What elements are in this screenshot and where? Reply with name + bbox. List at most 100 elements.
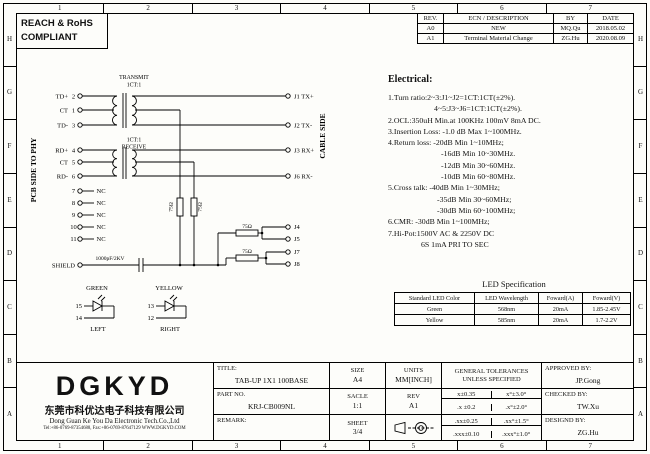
electrical-line: -12dB Min 30~60MHz. xyxy=(441,160,516,170)
rev-cell: A0 xyxy=(417,23,444,34)
resistor-value: 75Ω xyxy=(198,202,204,212)
pin-number: 9 xyxy=(72,212,75,219)
tolerance-value: .xxx°±1.0° xyxy=(502,431,531,438)
grid-col-label: 2 xyxy=(103,3,191,13)
resistor-value: 75Ω xyxy=(242,224,252,230)
resistor-value: 75Ω xyxy=(242,249,252,255)
ecn-header: ECN / DESCRIPTION xyxy=(443,13,554,24)
grid-row-label: F xyxy=(3,119,16,173)
receive-label: RECEIVE xyxy=(122,145,147,151)
checked-value: TW.Xu xyxy=(576,401,599,411)
by-cell: MQ.Qu xyxy=(553,23,588,34)
rev-value: A1 xyxy=(408,400,419,410)
nc-label: NC xyxy=(97,224,106,231)
led-spec-cell: 585nm xyxy=(474,314,539,326)
part-number-cell: PART NO. KRJ-CB009NL xyxy=(214,389,330,415)
checked-label: CHECKED BY: xyxy=(545,391,588,398)
designed-cell: DESIGND BY: ZG.Hu xyxy=(542,415,634,441)
tolerance-value: .x°±2.0° xyxy=(505,404,528,412)
checked-cell: CHECKED BY: TW.Xu xyxy=(542,389,634,415)
grid-band-left: H G F E D C B A xyxy=(3,13,16,441)
led-pin-number: 14 xyxy=(76,315,83,322)
transmit-label: TRANSMIT xyxy=(119,75,149,81)
table-row: Green 568nm 20mA 1.85-2.45V xyxy=(394,303,631,315)
jack-label: J4 xyxy=(294,224,301,231)
scale-value: 1:1 xyxy=(352,400,363,410)
led-spec-table: Standard LED Color LED Wavelength Foward… xyxy=(394,292,631,326)
sheet-label: SHEET xyxy=(347,419,368,427)
electrical-line: 6S 1mA PRI TO SEC xyxy=(421,239,489,249)
pin-number: 11 xyxy=(70,236,76,243)
part-number-label: PART NO. xyxy=(217,391,246,398)
schematic-wires xyxy=(77,93,291,272)
tolerances-header-cell: GENERAL TOLERANCES UNLESS SPECIFIED xyxy=(442,363,542,389)
led-position-label: RIGHT xyxy=(160,326,180,333)
led-spec-cell: Green xyxy=(394,303,475,315)
electrical-line: -16dB Min 10~30MHz. xyxy=(441,149,516,159)
led-spec-header: LED Wavelength xyxy=(474,292,539,304)
grid-col-label: 4 xyxy=(280,3,368,13)
date-cell: 2018.05.02 xyxy=(587,23,634,34)
pin-name: CT xyxy=(60,108,68,115)
grid-col-label: 6 xyxy=(457,3,545,13)
schematic-junction-dots xyxy=(178,231,268,267)
grid-col-label: 4 xyxy=(280,441,368,451)
grid-row-label: A xyxy=(634,387,647,441)
pin-number: 8 xyxy=(72,200,75,207)
units-value: MM[INCH] xyxy=(395,374,432,384)
date-header: DATE xyxy=(587,13,634,24)
table-row: A1 Terminal Material Change ZG.Hu 2020.0… xyxy=(417,33,634,44)
led-position-label: LEFT xyxy=(90,326,106,333)
pin-name: RD- xyxy=(57,174,68,181)
compliance-line1: REACH & RoHS xyxy=(21,18,93,29)
approved-label: APPROVED BY: xyxy=(545,365,592,372)
grid-row-label: G xyxy=(3,65,16,120)
pin-number: 4 xyxy=(72,148,76,155)
size-value: A4 xyxy=(352,374,363,384)
grid-col-label: 3 xyxy=(191,441,280,451)
grid-band-bottom: 1 2 3 4 5 6 7 xyxy=(16,441,634,451)
schematic-labels: PCB SIDE TO PHY CABLE SIDE TRANSMIT 1CT:… xyxy=(29,75,327,270)
led-spec-header: Standard LED Color xyxy=(394,292,475,304)
grid-row-label: H xyxy=(6,34,13,43)
pin-name: TD+ xyxy=(56,94,69,101)
by-cell: ZG.Hu xyxy=(553,33,588,44)
sheet-cell: SHEET 3/4 xyxy=(330,415,386,441)
grid-row-label: F xyxy=(634,119,647,173)
green-led-symbol: GREEN 15 14 LEFT xyxy=(76,285,115,333)
led-spec-cell: 20mA xyxy=(538,303,583,315)
projection-symbol-cell xyxy=(386,415,442,441)
table-row: A0 NEW MQ.Qu 2018.05.02 xyxy=(417,23,634,34)
pin-number: 2 xyxy=(72,94,75,101)
led-spec-header: Foward(A) xyxy=(538,292,583,304)
title-cell: TITLE: TAB-UP 1X1 100BASE xyxy=(214,363,330,389)
cable-side-label: CABLE SIDE xyxy=(318,113,327,158)
electrical-title: Electrical: xyxy=(388,74,433,85)
approved-value: JP.Gong xyxy=(575,375,601,385)
grid-row-label: E xyxy=(3,172,16,227)
jack-label: J7 xyxy=(294,249,301,256)
pin-number: 5 xyxy=(72,160,75,167)
capacitor-value: 1000pF/2KV xyxy=(95,256,124,262)
company-panel: DGKYD 东莞市科优达电子科技有限公司 Dong Guan Ke You Da… xyxy=(16,363,214,441)
led-spec-header: Foward(V) xyxy=(582,292,631,304)
rev-header: REV. xyxy=(417,13,444,24)
nc-label: NC xyxy=(97,212,106,219)
led-spec-title: LED Specification xyxy=(482,279,546,289)
nc-label: NC xyxy=(97,236,106,243)
tolerance-value: .xxx±0.10 xyxy=(442,431,492,438)
rev-cell: A1 xyxy=(417,33,444,44)
grid-band-right: H G F E D C B A xyxy=(634,13,647,441)
pin-number: 1 xyxy=(72,108,75,115)
title-block: DGKYD 东莞市科优达电子科技有限公司 Dong Guan Ke You Da… xyxy=(16,362,634,441)
sheet-value: 3/4 xyxy=(352,427,363,437)
grid-row-label: E xyxy=(634,172,647,227)
title-block-grid: TITLE: TAB-UP 1X1 100BASE SIZE A4 UNITS … xyxy=(214,363,634,441)
jack-label: J6 RX- xyxy=(294,173,313,180)
grid-row-label: D xyxy=(3,226,16,281)
compliance-line2: COMPLIANT xyxy=(21,32,78,44)
units-cell: UNITS MM[INCH] xyxy=(386,363,442,389)
grid-row-label: H xyxy=(637,34,644,43)
tolerances-header-line1: GENERAL TOLERANCES xyxy=(454,367,529,375)
pin-number: 3 xyxy=(72,123,75,130)
